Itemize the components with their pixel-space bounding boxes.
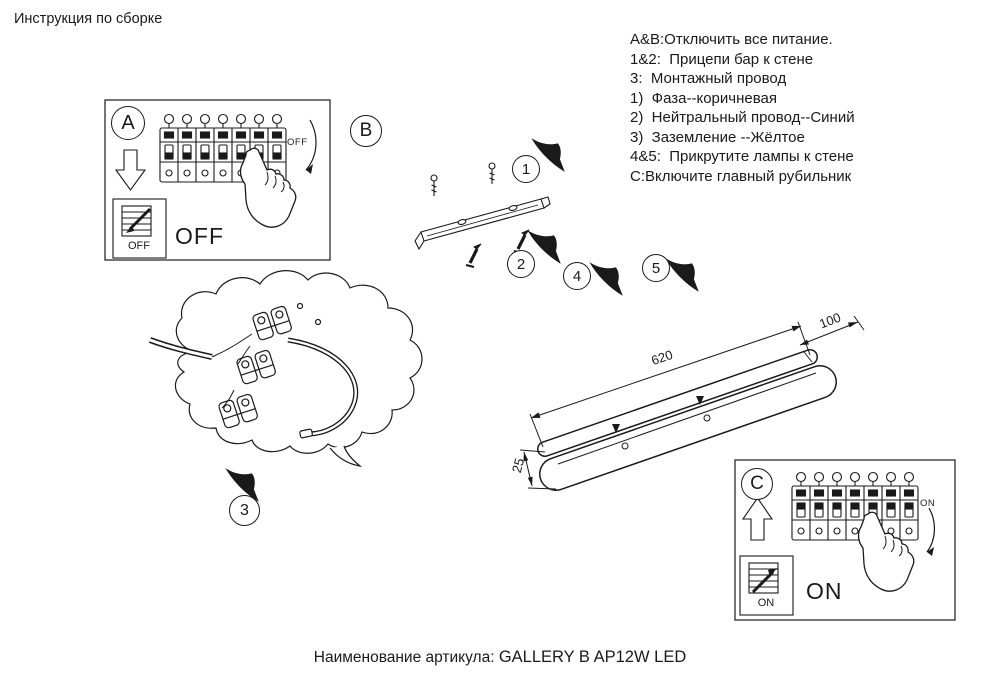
breaker-row-c-icon <box>791 471 919 541</box>
instruction-line: 3) Заземление --Жёлтое <box>630 128 805 146</box>
screw-icon <box>430 174 438 196</box>
dimension-lines <box>519 315 865 490</box>
instruction-line: A&B:Отключить все питание. <box>630 31 833 48</box>
instruction-line: C:Включите главный рубильник <box>630 167 852 185</box>
article-value: GALLERY B AP12W LED <box>498 648 687 666</box>
arrow-down-icon <box>114 149 147 191</box>
terminal-block-icon <box>252 305 292 341</box>
step4-arrow-icon <box>589 259 623 299</box>
arrow-up-icon <box>741 497 774 541</box>
instruction-line: 3: Монтажный провод <box>630 70 787 87</box>
hand-pointing-icon <box>239 147 297 228</box>
step-circle-4: 4 <box>563 262 591 290</box>
panel-a-drawing <box>104 99 331 261</box>
screw-mark-icon <box>696 396 704 405</box>
breaker-on-label: ON <box>920 498 936 509</box>
panel-c-drawing <box>734 459 956 621</box>
wiring-cloud-drawing <box>148 270 423 467</box>
icon-off-label: OFF <box>128 240 150 252</box>
footer: Наименование артикула: GALLERY B AP12W L… <box>0 648 1000 667</box>
big-off-label: OFF <box>175 223 224 249</box>
breaker-icon-box-a <box>112 198 167 259</box>
step5-arrow-icon <box>665 255 699 295</box>
callout-b: B <box>350 115 382 147</box>
callout-c: C <box>741 468 773 500</box>
step-circle-2: 2 <box>507 250 535 278</box>
breaker-off-label: OFF <box>287 137 308 148</box>
cloud-tail <box>329 445 363 467</box>
page-title: Инструкция по сборке <box>14 11 163 27</box>
terminal-block-icon <box>218 393 258 429</box>
lamp-drawing <box>537 349 837 491</box>
instruction-line: 4&5: Прикрутите лампы к стене <box>630 148 854 165</box>
switch-direction-arrow-icon <box>305 119 317 174</box>
switch-direction-arrow-icon <box>926 507 935 556</box>
big-on-label: ON <box>806 578 843 604</box>
step-circle-1: 1 <box>512 155 540 183</box>
instruction-line: 1) Фаза--коричневая <box>630 89 777 107</box>
instruction-line: 2) Нейтральный провод--Синий <box>630 109 855 126</box>
hand-pointing-icon <box>857 511 915 592</box>
terminal-block-icon <box>236 349 276 385</box>
instruction-list: A&B:Отключить все питание. 1&2: Прицепи … <box>630 30 855 186</box>
callout-a: A <box>111 106 145 140</box>
breaker-icon-box-c <box>739 555 794 616</box>
screw-black-icon <box>465 243 482 268</box>
mounting-bar-drawing <box>414 162 551 268</box>
step-circle-3: 3 <box>229 495 260 526</box>
screw-icon <box>488 162 496 184</box>
step-circle-5: 5 <box>642 254 670 282</box>
instruction-line: 1&2: Прицепи бар к стене <box>630 50 814 68</box>
screw-mark-icon <box>612 424 620 433</box>
cloud-outline <box>174 270 423 454</box>
icon-on-label: ON <box>757 597 775 609</box>
article-label: Наименование артикула: <box>313 649 495 666</box>
